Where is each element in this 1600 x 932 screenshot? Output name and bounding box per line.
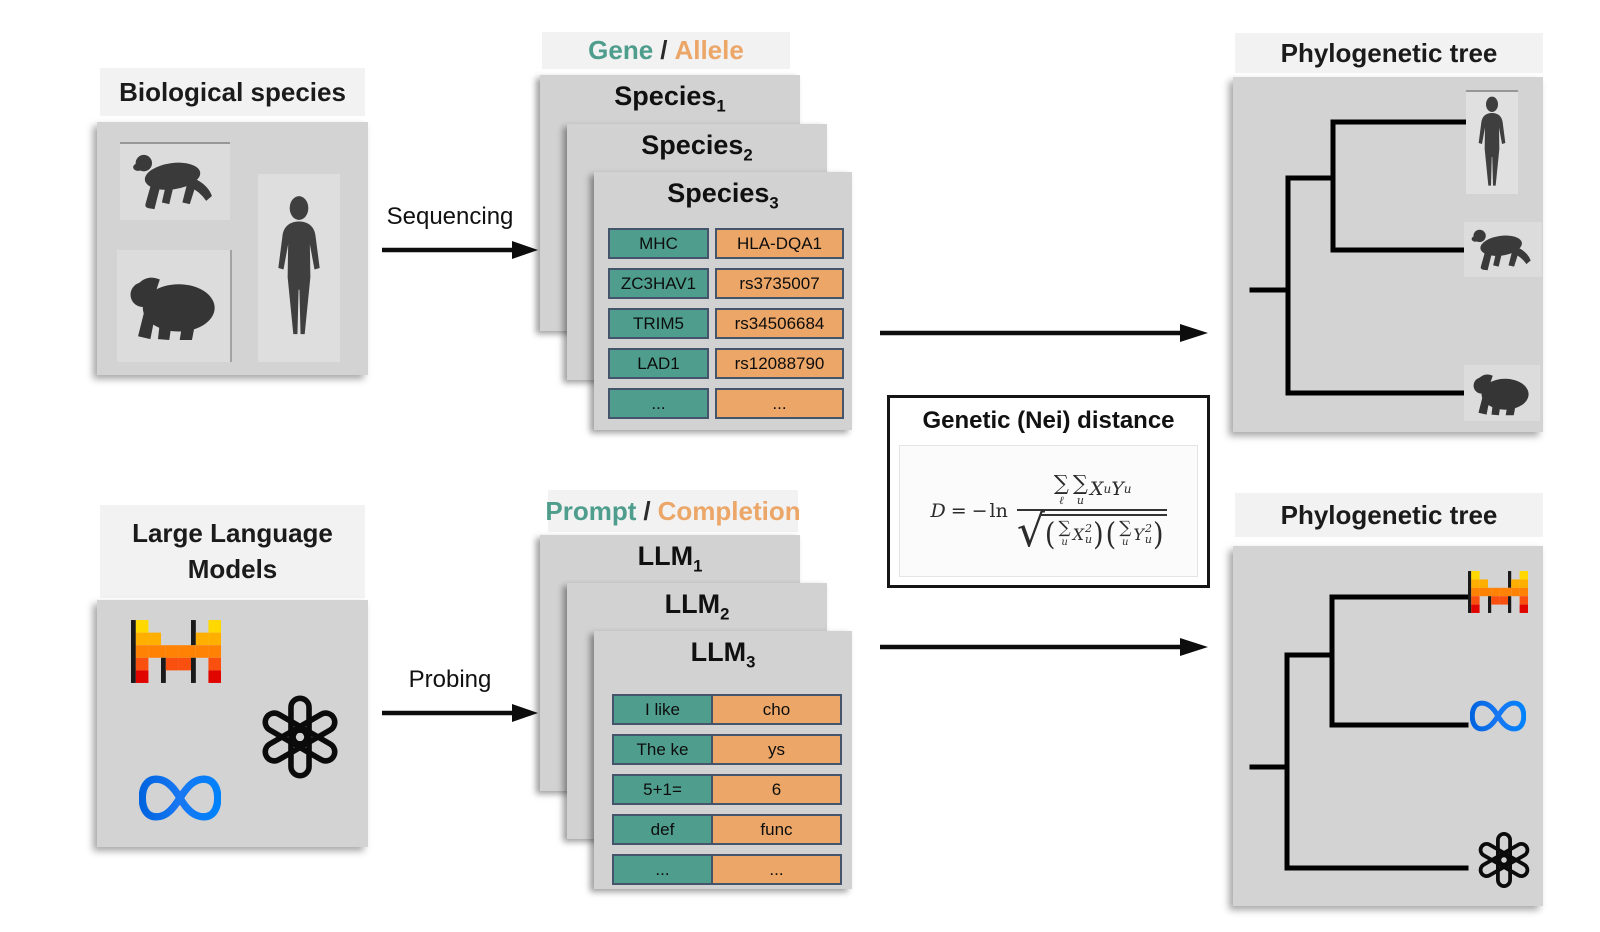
chimp-image-frame bbox=[120, 142, 230, 220]
llm-3-title: LLM3 bbox=[690, 637, 756, 672]
species-1-title: Species1 bbox=[614, 81, 726, 116]
tree-tip-gorilla bbox=[1464, 365, 1540, 421]
gorilla-image-frame bbox=[117, 250, 232, 362]
human-icon bbox=[278, 196, 320, 335]
species-2-title: Species2 bbox=[641, 130, 753, 165]
formula-minus: − bbox=[971, 500, 988, 522]
tree-tip-meta bbox=[1469, 698, 1527, 739]
mistral-logo-icon bbox=[131, 620, 221, 683]
species-card-3: Species3 MHC HLA-DQA1 ZC3HAV1 rs3735007 … bbox=[594, 172, 852, 430]
species-to-tree-arrow-icon bbox=[880, 324, 1208, 342]
gene-cell: ZC3HAV1 bbox=[608, 268, 709, 299]
table-row: ZC3HAV1 rs3735007 bbox=[608, 268, 844, 299]
nei-distance-title: Genetic (Nei) distance bbox=[922, 407, 1175, 434]
llm-1-title: LLM1 bbox=[637, 541, 703, 576]
allele-cell: HLA-DQA1 bbox=[715, 228, 844, 259]
tree-tip-chimpanzee bbox=[1464, 222, 1542, 277]
llm-panel bbox=[97, 600, 368, 847]
completion-cell: ys bbox=[711, 734, 842, 765]
table-row: def func bbox=[612, 814, 842, 845]
tree-top-panel bbox=[1233, 77, 1543, 432]
prompt-cell: The ke bbox=[612, 734, 713, 765]
table-row: ... ... bbox=[608, 388, 844, 419]
formula-equals: = bbox=[950, 500, 967, 522]
completion-label: Completion bbox=[657, 495, 801, 526]
prompt-cell: I like bbox=[612, 694, 713, 725]
probing-label: Probing bbox=[408, 666, 492, 693]
llm-panel-title: Large Language Models bbox=[100, 505, 365, 598]
prompt-cell: def bbox=[612, 814, 713, 845]
meta-logo-icon bbox=[1469, 700, 1527, 732]
llm-2-title: LLM2 bbox=[664, 589, 730, 624]
allele-cell: rs3735007 bbox=[715, 268, 844, 299]
completion-cell: ... bbox=[711, 854, 842, 885]
tree-bottom-panel bbox=[1233, 546, 1543, 906]
gorilla-icon bbox=[130, 277, 215, 341]
chimpanzee-icon bbox=[133, 154, 212, 210]
meta-logo-icon bbox=[139, 775, 221, 821]
formula-D: D bbox=[930, 500, 946, 522]
llm-panel-title-label: Large Language Models bbox=[132, 518, 333, 584]
table-row: 5+1= 6 bbox=[612, 774, 842, 805]
probing-arrow-icon bbox=[382, 704, 538, 722]
llm-card-3: LLM3 I like cho The ke ys 5+1= 6 def fun… bbox=[594, 631, 852, 889]
table-row: TRIM5 rs34506684 bbox=[608, 308, 844, 339]
gene-allele-header: Gene / Allele bbox=[542, 32, 790, 69]
species-3-title: Species3 bbox=[667, 178, 779, 213]
completion-cell: cho bbox=[711, 694, 842, 725]
table-row: The ke ys bbox=[612, 734, 842, 765]
prompt-label: Prompt bbox=[545, 495, 637, 526]
completion-cell: func bbox=[711, 814, 842, 845]
prompt-cell: ... bbox=[612, 854, 713, 885]
tree-tip-human bbox=[1466, 90, 1518, 194]
human-icon bbox=[1478, 96, 1506, 186]
prompt-completion-header: Prompt / Completion bbox=[545, 490, 801, 532]
allele-label: Allele bbox=[674, 35, 744, 65]
slash-separator: / bbox=[660, 35, 668, 65]
openai-logo-icon bbox=[1478, 832, 1530, 888]
tree-bottom-title-label: Phylogenetic tree bbox=[1280, 499, 1498, 530]
tree-bottom-branches bbox=[1249, 594, 1469, 871]
llm-to-tree-arrow-icon bbox=[880, 638, 1208, 656]
tree-top-title-label: Phylogenetic tree bbox=[1280, 37, 1498, 68]
slash-separator: / bbox=[643, 495, 651, 526]
gorilla-icon bbox=[1473, 374, 1529, 416]
biological-species-title: Biological species bbox=[100, 68, 365, 116]
formula-ln: ln bbox=[989, 500, 1008, 522]
allele-cell: rs12088790 bbox=[715, 348, 844, 379]
chimpanzee-icon bbox=[1471, 229, 1531, 270]
sequencing-label: Sequencing bbox=[386, 203, 514, 230]
tree-top-branches bbox=[1249, 119, 1469, 396]
prompt-cell: 5+1= bbox=[612, 774, 713, 805]
sequencing-arrow-icon bbox=[382, 241, 538, 259]
biological-species-label: Biological species bbox=[119, 76, 346, 107]
table-row: LAD1 rs12088790 bbox=[608, 348, 844, 379]
gene-cell: TRIM5 bbox=[608, 308, 709, 339]
biological-species-panel bbox=[97, 122, 368, 375]
completion-cell: 6 bbox=[711, 774, 842, 805]
table-row: I like cho bbox=[612, 694, 842, 725]
gene-cell: MHC bbox=[608, 228, 709, 259]
human-image-frame bbox=[258, 174, 340, 362]
allele-cell: rs34506684 bbox=[715, 308, 844, 339]
gene-cell: LAD1 bbox=[608, 348, 709, 379]
allele-cell: ... bbox=[715, 388, 844, 419]
mistral-logo-icon bbox=[1468, 571, 1528, 613]
gene-cell: ... bbox=[608, 388, 709, 419]
tree-tip-openai bbox=[1475, 831, 1533, 894]
tree-top-title: Phylogenetic tree bbox=[1235, 33, 1543, 73]
openai-logo-icon bbox=[262, 695, 338, 779]
tree-tip-mistral bbox=[1468, 571, 1528, 618]
tree-bottom-title: Phylogenetic tree bbox=[1235, 493, 1543, 537]
gene-label: Gene bbox=[588, 35, 654, 65]
table-row: MHC HLA-DQA1 bbox=[608, 228, 844, 259]
table-row: ... ... bbox=[612, 854, 842, 885]
